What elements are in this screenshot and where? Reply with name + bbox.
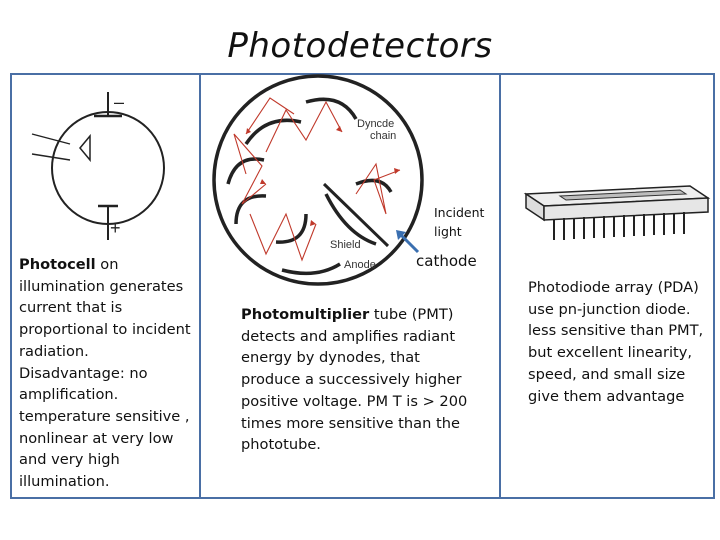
pda-description: Photodiode array (PDA) use pn-junction d… [528,279,704,405]
dynode-chain-label-1: Dyncde [357,118,394,130]
pmt-term: Photomultiplier [241,306,370,323]
incident-light-label: Incident light [434,203,484,241]
photocell-term: Photocell [19,256,96,273]
incident-light-line1: Incident [434,205,485,220]
pmt-diagram: Dyncde chain Shield Anode [212,74,424,286]
light-arrow-icon [396,230,420,254]
anode-label: Anode [344,259,376,271]
minus-sign: – [114,92,124,112]
incident-light-line2: light [434,224,462,239]
pda-panel [499,73,715,499]
photocell-symbol: – + [31,92,165,240]
dynode-chain-label-2: chain [370,130,396,142]
plus-sign: + [110,218,121,238]
photocell-description: Photocell on illumination generates curr… [19,254,199,493]
photocell-text: on illumination generates current that i… [19,256,191,491]
cathode-label: cathode [416,252,477,270]
photodiode-array-chip [523,185,711,240]
pmt-description: Photomultiplier tube (PMT) detects and a… [241,304,469,456]
page-title: Photodetectors [227,26,493,66]
pmt-text: tube (PMT) detects and amplifies radiant… [241,306,468,454]
shield-label: Shield [330,239,361,251]
